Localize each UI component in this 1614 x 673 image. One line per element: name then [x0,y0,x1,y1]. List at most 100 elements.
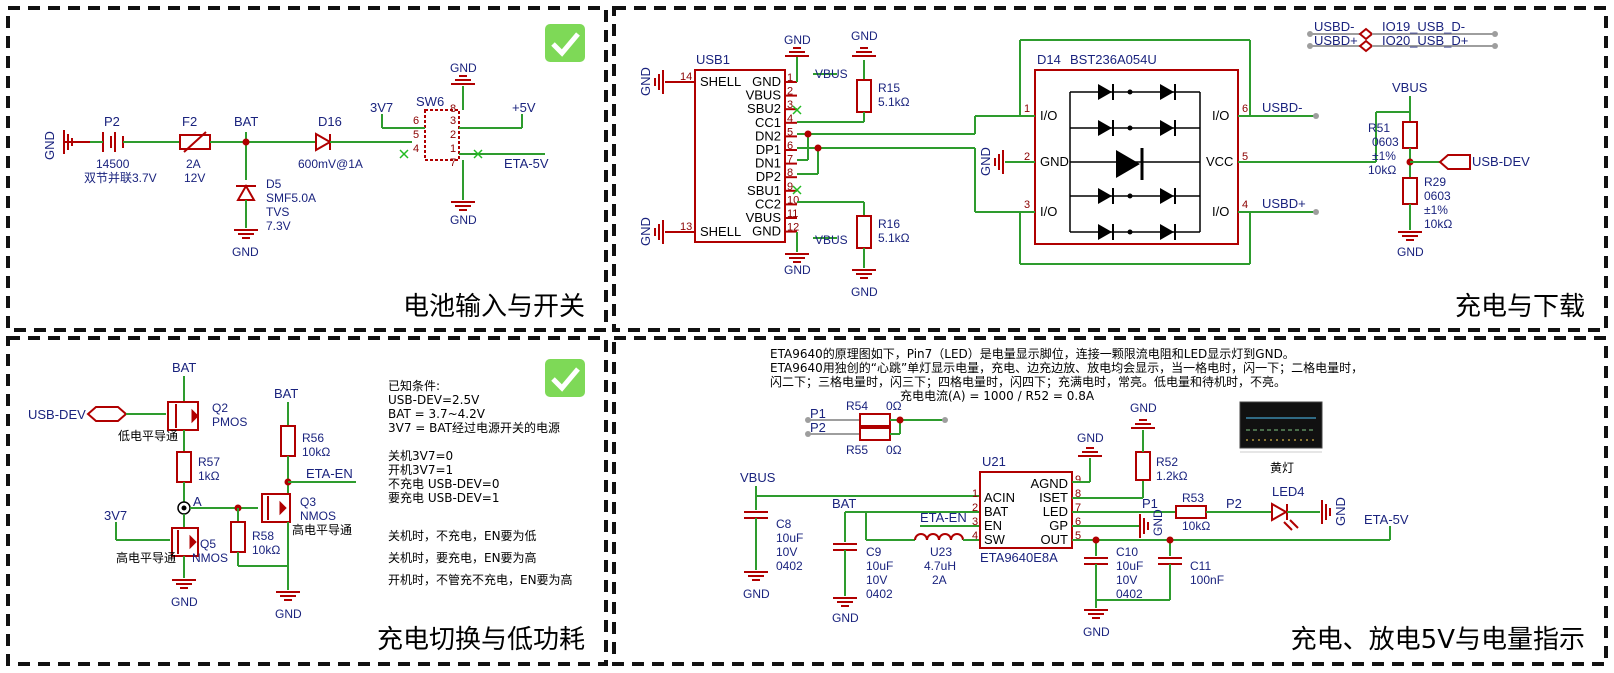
r57-ref: R57 [198,455,220,469]
net-usb-dev: USB-DEV [28,407,86,422]
p2-desc: 双节并联3.7V [84,171,157,185]
u21-pin-num: 4 [972,530,978,542]
q3-ref: Q3 [300,495,316,509]
usb1-pin-name: VBUS [746,210,782,225]
q2-value: PMOS [212,415,247,429]
r57-value: 1kΩ [198,469,220,483]
net-eta-en: ETA-EN [306,466,353,481]
condition-note: 关机时，不充电，EN要为低 [388,528,537,543]
usb1-pin-name: DP2 [756,169,781,184]
usb1-ref: USB1 [696,52,730,67]
u21-pin-num: 8 [1075,488,1081,500]
r15-value: 5.1kΩ [878,95,910,109]
net-io19: IO19_USB_D- [1382,19,1465,34]
u21-pin-name: ACIN [984,490,1015,505]
gnd-label: GND [743,587,770,601]
bat-net-label: BAT [832,496,856,511]
net-usbd-minus: USBD- [1314,19,1354,34]
u21-pin-name: LED [1043,504,1068,519]
p2-value: 14500 [96,157,130,171]
c8-size: 0402 [776,559,803,573]
net-eta-5v: ETA-5V [504,156,549,171]
condition-note: 已知条件: [388,379,440,393]
gnd-label: GND [784,263,811,277]
usb1-pin-num: 5 [787,126,793,138]
gnd-label: GND [784,33,811,47]
gnd-label: GND [1333,497,1348,526]
r56-value: 10kΩ [302,445,330,459]
vbus-label: VBUS [815,67,848,81]
sw6-pin-8: 8 [450,103,456,115]
d14-pin-num: 2 [1024,151,1030,163]
gnd-label: GND [978,147,993,176]
usb1-pin-name: SBU2 [747,101,781,116]
r29-size: 0603 [1424,189,1451,203]
d14-pin-io: I/O [1212,204,1229,219]
d16-value: 600mV@1A [298,157,363,171]
u21-pin-name: SW [984,532,1006,547]
u21-pin-name: ISET [1039,490,1068,505]
condition-note: 3V7 = BAT经过电源开关的电源 [388,420,560,435]
net-plus-5v: +5V [512,100,536,115]
gnd-label: GND [1151,509,1165,536]
net-eta-5v: ETA-5V [1364,512,1409,527]
usb1-pin-num: 9 [787,181,793,193]
d5-part: SMF5.0A [266,191,316,205]
gnd-label: GND [450,61,477,75]
d16-ref: D16 [318,114,342,129]
led4-ref: LED4 [1272,484,1305,499]
u21-pin-num: 1 [972,488,978,500]
r29-tol: ±1% [1424,203,1448,217]
u21-pin-num: 5 [1075,530,1081,542]
net-p2: P2 [810,420,826,435]
c9-value: 10uF [866,559,893,573]
section-title-charge-download: 充电与下载 [1455,292,1585,322]
net-3v7: 3V7 [370,100,393,115]
u21-pin-name: BAT [984,504,1008,519]
r51-ref: R51 [1368,121,1390,135]
description-line: ETA9640的原理图如下，Pin7（LED）是电量显示脚位，连接一颗限流电阻和… [770,346,1295,361]
usb1-pin-num: 13 [680,221,692,233]
net-io20: IO20_USB_D+ [1382,33,1468,48]
c10-ref: C10 [1116,545,1138,559]
q5-note: 高电平导通 [116,550,176,565]
battery-section: GND P2 14500 双节并联3.7V F2 2A 12V BAT D5 S… [42,61,549,259]
d14-pin-num: 6 [1242,103,1248,115]
usb1-pin-num: 3 [787,99,793,111]
bat-net-label: BAT [172,360,196,375]
sw6-ref: SW6 [416,94,444,109]
d5-ref: D5 [266,177,282,191]
gnd-label: GND [450,213,477,227]
condition-note: BAT = 3.7~4.2V [388,407,486,421]
usb1-pin-name: DP1 [756,142,781,157]
c8-voltage: 10V [776,545,797,559]
vbus-label: VBUS [815,233,848,247]
u21-pin-num: 2 [972,502,978,514]
gnd-label: GND [638,67,653,96]
condition-note: 关机时，要充电，EN要为高 [388,550,537,565]
r58-value: 10kΩ [252,543,280,557]
d14-value: BST236A054U [1070,52,1157,67]
u21-value: ETA9640E8A [980,550,1058,565]
gnd-label: GND [1083,625,1110,639]
usb1-pin-num: 7 [787,154,793,166]
u21-pin-num: 3 [972,516,978,528]
c11-value: 100nF [1190,573,1224,587]
net-p2: P2 [1226,496,1242,511]
d14-internal-diodes [1069,84,1201,240]
section-title-switch-lowpower: 充电切换与低功耗 [377,625,585,655]
net-eta-en: ETA-EN [920,510,967,525]
usb1-pin-num: 6 [787,140,793,152]
sw6-pin-2: 2 [450,129,456,141]
c8-ref: C8 [776,517,792,531]
r56-ref: R56 [302,431,324,445]
gnd-label: GND [171,595,198,609]
c10-size: 0402 [1116,587,1143,601]
q5-value: NMOS [192,551,228,565]
r51-value: 10kΩ [1368,163,1396,177]
usb1-pin-num: 8 [787,167,793,179]
q2-note: 低电平导通 [118,429,178,443]
f2-current: 2A [186,157,201,171]
sw6-pin-6: 6 [413,115,419,127]
